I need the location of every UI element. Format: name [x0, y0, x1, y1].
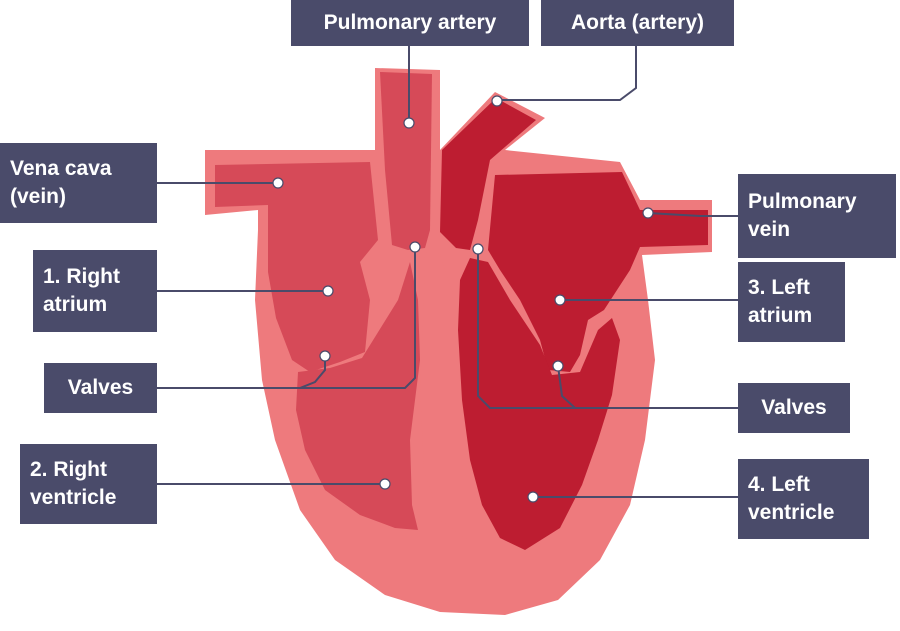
- anchor-dot: [403, 117, 415, 129]
- leader-pulmonary-vein: [647, 212, 738, 217]
- valves-right-text: Valves: [761, 396, 827, 419]
- vena-cava-label: Vena cava (vein): [0, 143, 157, 223]
- anchor-dot: [491, 95, 503, 107]
- right-atrium-line-2: atrium: [43, 293, 108, 316]
- leader-valves-left: [157, 356, 326, 389]
- aorta-vessel: [440, 98, 536, 250]
- anchor-dot: [319, 350, 331, 362]
- right-atrium-chamber: [215, 162, 378, 372]
- leader-valves-right: [557, 365, 738, 409]
- pulmonary-artery-vessel: [380, 72, 432, 250]
- anchor-dot: [409, 241, 421, 253]
- left-ventricle-line-1: 4. Left: [748, 473, 810, 496]
- anchor-dot: [379, 478, 391, 490]
- pulmonary-vein-label: Pulmonary vein: [738, 174, 896, 258]
- left-ventricle-chamber: [458, 258, 620, 550]
- pulmonary-artery-label: Pulmonary artery: [291, 0, 529, 46]
- valves-left-label: Valves: [44, 363, 157, 413]
- vena-cava-line-2: (vein): [10, 185, 67, 208]
- right-ventricle-label: 2. Right ventricle: [20, 444, 157, 524]
- leader-valves-right-2: [477, 249, 575, 409]
- right-ventricle-chamber: [296, 262, 420, 530]
- anchor-dot: [552, 360, 564, 372]
- aorta-text: Aorta (artery): [570, 11, 705, 34]
- anchor-dot: [554, 294, 566, 306]
- valves-right-label: Valves: [738, 383, 850, 433]
- anchor-dot: [272, 177, 284, 189]
- left-atrium-chamber: [488, 172, 708, 372]
- right-ventricle-line-2: ventricle: [30, 486, 117, 509]
- right-atrium-label: 1. Right atrium: [33, 250, 157, 332]
- vena-cava-line-1: Vena cava: [10, 157, 112, 180]
- left-atrium-line-2: atrium: [748, 304, 813, 327]
- pulmonary-vein-line-2: vein: [748, 218, 791, 241]
- left-atrium-line-1: 3. Left: [748, 276, 810, 299]
- pulmonary-vein-line-1: Pulmonary: [748, 190, 857, 213]
- pulmonary-artery-text: Pulmonary artery: [323, 11, 497, 34]
- leader-aorta: [497, 46, 637, 101]
- anchor-dot: [527, 491, 539, 503]
- leader-valves-left-2: [300, 247, 416, 389]
- anchor-dot: [472, 243, 484, 255]
- left-ventricle-line-2: ventricle: [748, 501, 835, 524]
- right-atrium-line-1: 1. Right: [43, 265, 120, 288]
- anchor-dot: [642, 207, 654, 219]
- anchor-dot: [322, 285, 334, 297]
- valves-left-text: Valves: [67, 376, 134, 399]
- left-ventricle-label: 4. Left ventricle: [738, 459, 869, 539]
- left-atrium-label: 3. Left atrium: [738, 262, 845, 342]
- right-ventricle-line-1: 2. Right: [30, 458, 107, 481]
- aorta-label: Aorta (artery): [541, 0, 734, 46]
- septum: [420, 252, 480, 540]
